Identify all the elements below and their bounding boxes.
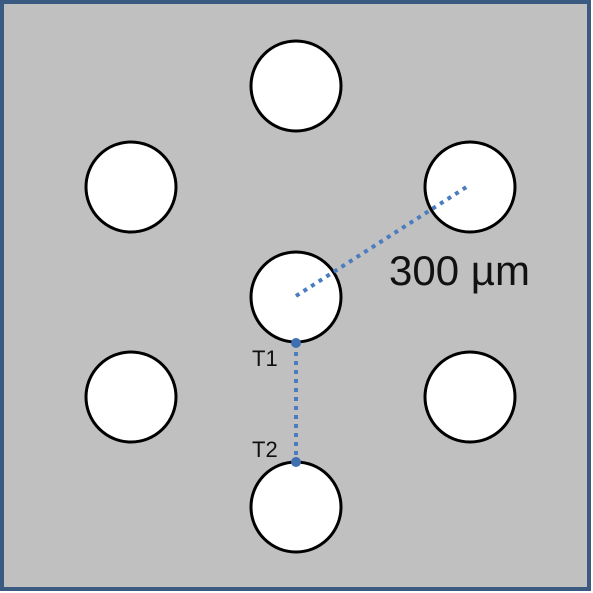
hole-center	[249, 250, 343, 344]
point-t2-label: T2	[252, 437, 278, 462]
point-t1-marker	[291, 338, 301, 348]
hole-upper-right	[423, 140, 517, 234]
point-t1-label: T1	[252, 346, 278, 371]
hole-bottom	[249, 460, 343, 554]
hole-lower-right	[423, 350, 517, 444]
hole-top	[249, 39, 343, 133]
hole-group	[84, 39, 517, 554]
hole-upper-left	[84, 140, 178, 234]
hole-lower-left	[84, 350, 178, 444]
point-t2-marker	[291, 457, 301, 467]
scale-label: 300 µm	[389, 247, 530, 294]
pitch-measure-line	[294, 184, 470, 298]
